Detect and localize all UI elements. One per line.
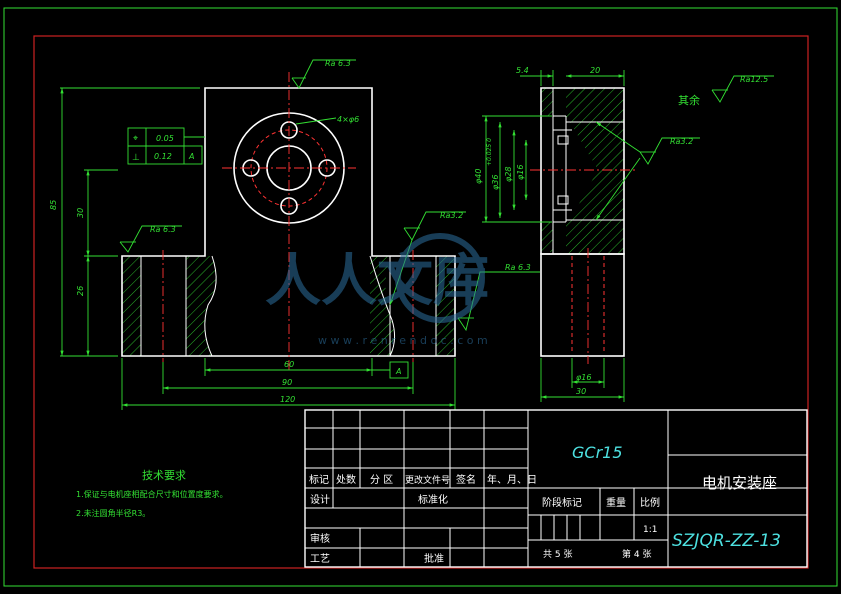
roughness-right-label: Ra3.2 — [440, 211, 463, 220]
header-zone: 分 区 — [370, 474, 393, 486]
section-hatch-far — [436, 256, 454, 356]
dim-tolerance: +0.025 0 — [486, 138, 493, 166]
dim-phi36: φ36 — [491, 175, 500, 190]
roughness-left-label: Ra 6.3 — [150, 225, 176, 234]
dim-85: 85 — [49, 200, 58, 210]
requirement-item-2: 2.未注圆角半径R3。 — [76, 508, 150, 518]
material-value: GCr15 — [572, 443, 623, 462]
approve-label: 批准 — [424, 552, 444, 565]
review-label: 审核 — [310, 532, 330, 545]
weight-label: 重量 — [606, 496, 626, 509]
drawing-number: SZJQR-ZZ-13 — [672, 531, 781, 551]
standardize-label: 标准化 — [418, 493, 448, 506]
header-change-doc: 更改文件号 — [405, 474, 450, 486]
dim-phi28: φ28 — [504, 167, 513, 182]
dim-side-30: 30 — [576, 387, 586, 396]
inner-border — [33, 35, 809, 569]
flatness-symbol: ⌖ — [133, 134, 138, 144]
dim-120: 120 — [280, 395, 295, 404]
requirements-title: 技术要求 — [142, 469, 186, 482]
tolerance-datum-ref: A — [188, 152, 194, 161]
dim-5-4: 5.4 — [516, 66, 529, 75]
part-name: 电机安装座 — [702, 474, 777, 492]
section-hatch-left — [122, 256, 141, 356]
perpendicularity-symbol: ⊥ — [132, 153, 140, 163]
process-label: 工艺 — [310, 553, 330, 565]
dim-phi16-top: φ16 — [516, 165, 525, 180]
outer-border — [3, 7, 838, 587]
roughness-top-label: Ra 6.3 — [325, 59, 351, 68]
scale-label: 比例 — [640, 496, 660, 509]
header-mark: 标记 — [309, 474, 329, 486]
design-label: 设计 — [310, 493, 330, 506]
datum-a-box: A — [395, 367, 401, 376]
tolerance-flatness-value: 0.05 — [156, 134, 174, 143]
total-sheets: 共 5 张 — [543, 549, 572, 560]
rest-label: 其余 — [678, 93, 700, 107]
technical-requirements: 技术要求 1.保证与电机座相配合尺寸和位置度要求。 2.未注圆角半径R3。 — [76, 469, 228, 518]
scale-value: 1:1 — [643, 525, 657, 535]
dim-60: 60 — [284, 360, 294, 369]
roughness-mid-label: Ra3.2 — [670, 137, 693, 146]
requirement-item-1: 1.保证与电机座相配合尺寸和位置度要求。 — [76, 489, 228, 499]
sheet-number: 第 4 张 — [622, 548, 651, 560]
dim-phi16: φ16 — [576, 373, 591, 382]
roughness-rest-label: Ra12.5 — [740, 75, 768, 84]
roughness-bottom-right-label: Ra 6.3 — [505, 263, 531, 272]
tolerance-perp-value: 0.12 — [154, 152, 172, 161]
front-view: Ra 6.3 4×φ6 ⌖ 0.05 ⊥ 0.12 A Ra 6.3 Ra3.2… — [49, 59, 540, 410]
watermark: 人人文库 w w w . r e n r e n d o c . c o m — [265, 233, 489, 347]
watermark-text: 人人文库 — [265, 249, 489, 314]
dim-phi40: φ40 — [474, 169, 483, 184]
stage-mark-label: 阶段标记 — [542, 496, 582, 509]
title-block: 标记 处数 分 区 更改文件号 签名 年、月、日 设计 标准化 审核 工艺 批准… — [304, 409, 808, 568]
front-outline — [121, 87, 456, 357]
dim-20: 20 — [590, 66, 600, 75]
hole-note-label: 4×φ6 — [337, 115, 359, 124]
header-signature: 签名 — [456, 473, 476, 486]
section-hatch-right — [370, 256, 395, 356]
header-count: 处数 — [336, 473, 356, 486]
section-hatch-mid — [186, 256, 217, 356]
side-view: 5.4 20 φ40 φ36 +0.025 0 φ28 φ16 φ16 30 其… — [474, 66, 774, 402]
header-date: 年、月、日 — [487, 473, 537, 486]
dim-90: 90 — [282, 378, 292, 387]
dim-30: 30 — [76, 208, 85, 218]
side-lower-outline — [540, 253, 625, 357]
watermark-url: w w w . r e n r e n d o c . c o m — [318, 334, 488, 347]
dim-26: 26 — [76, 286, 85, 296]
